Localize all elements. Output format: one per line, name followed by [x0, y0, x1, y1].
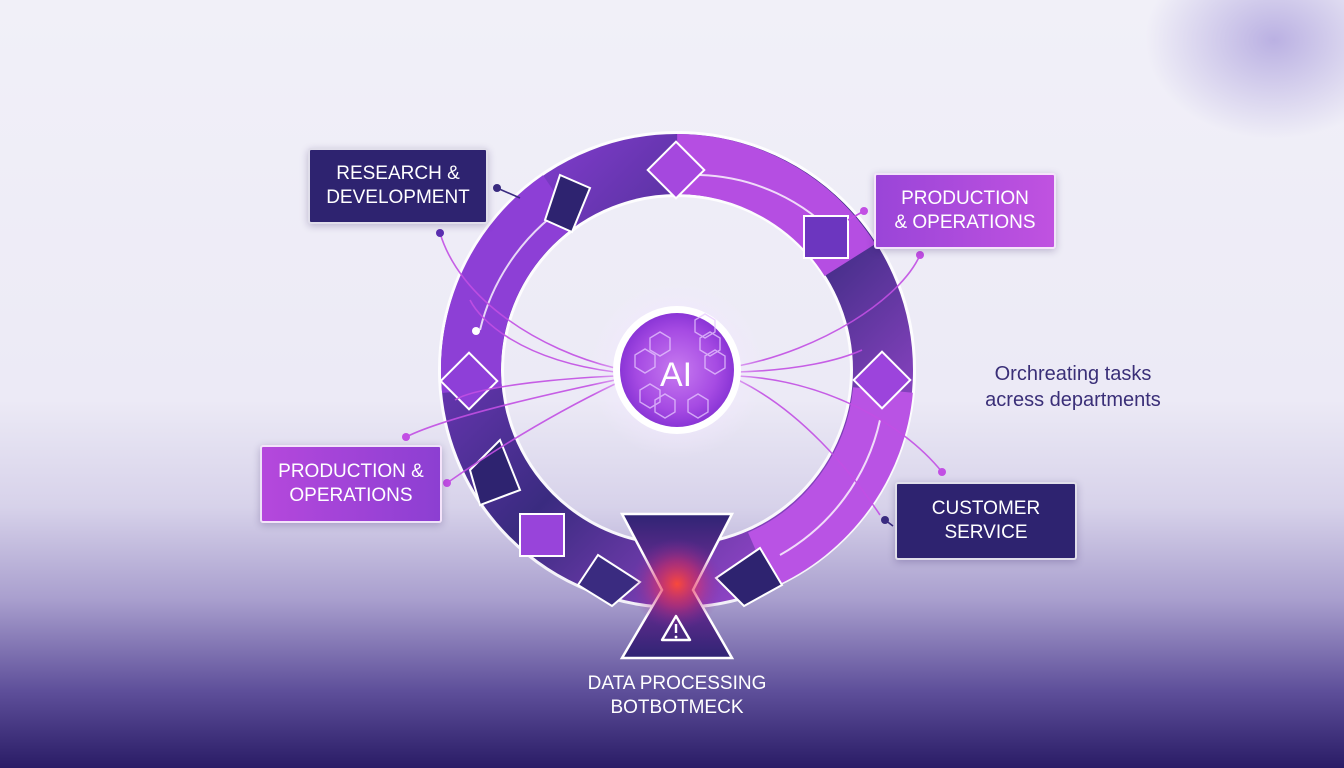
department-customer-service[interactable]: CUSTOMER SERVICE: [895, 482, 1077, 560]
connector-lines: [405, 232, 943, 516]
warning-icon: [660, 614, 692, 642]
hexagon-pattern: [634, 313, 726, 419]
department-label: CUSTOMER SERVICE: [931, 498, 1041, 543]
connector-dots: [402, 184, 946, 527]
bottleneck-hourglass: [619, 512, 735, 660]
ai-hub-label: AI: [659, 356, 693, 394]
diagram-caption: Orchreating tasks acress departments: [985, 363, 1161, 411]
department-production-operations-bottom[interactable]: PRODUCTION & OPERATIONS: [260, 445, 442, 523]
department-research-development[interactable]: RESEARCH & DEVELOPMENT: [308, 148, 488, 224]
department-production-operations-top[interactable]: PRODUCTION & OPERATIONS: [874, 173, 1056, 249]
bottleneck-label: DATA PROCESSING BOTBOTMECK: [587, 673, 767, 718]
background-glow: [1144, 0, 1344, 140]
department-label: PRODUCTION & OPERATIONS: [894, 188, 1036, 233]
department-label: RESEARCH & DEVELOPMENT: [326, 163, 470, 208]
ring-nodes: [439, 140, 912, 557]
flow-arrows: [468, 173, 784, 608]
department-label: PRODUCTION & OPERATIONS: [278, 461, 424, 506]
ai-hub: [589, 282, 765, 458]
